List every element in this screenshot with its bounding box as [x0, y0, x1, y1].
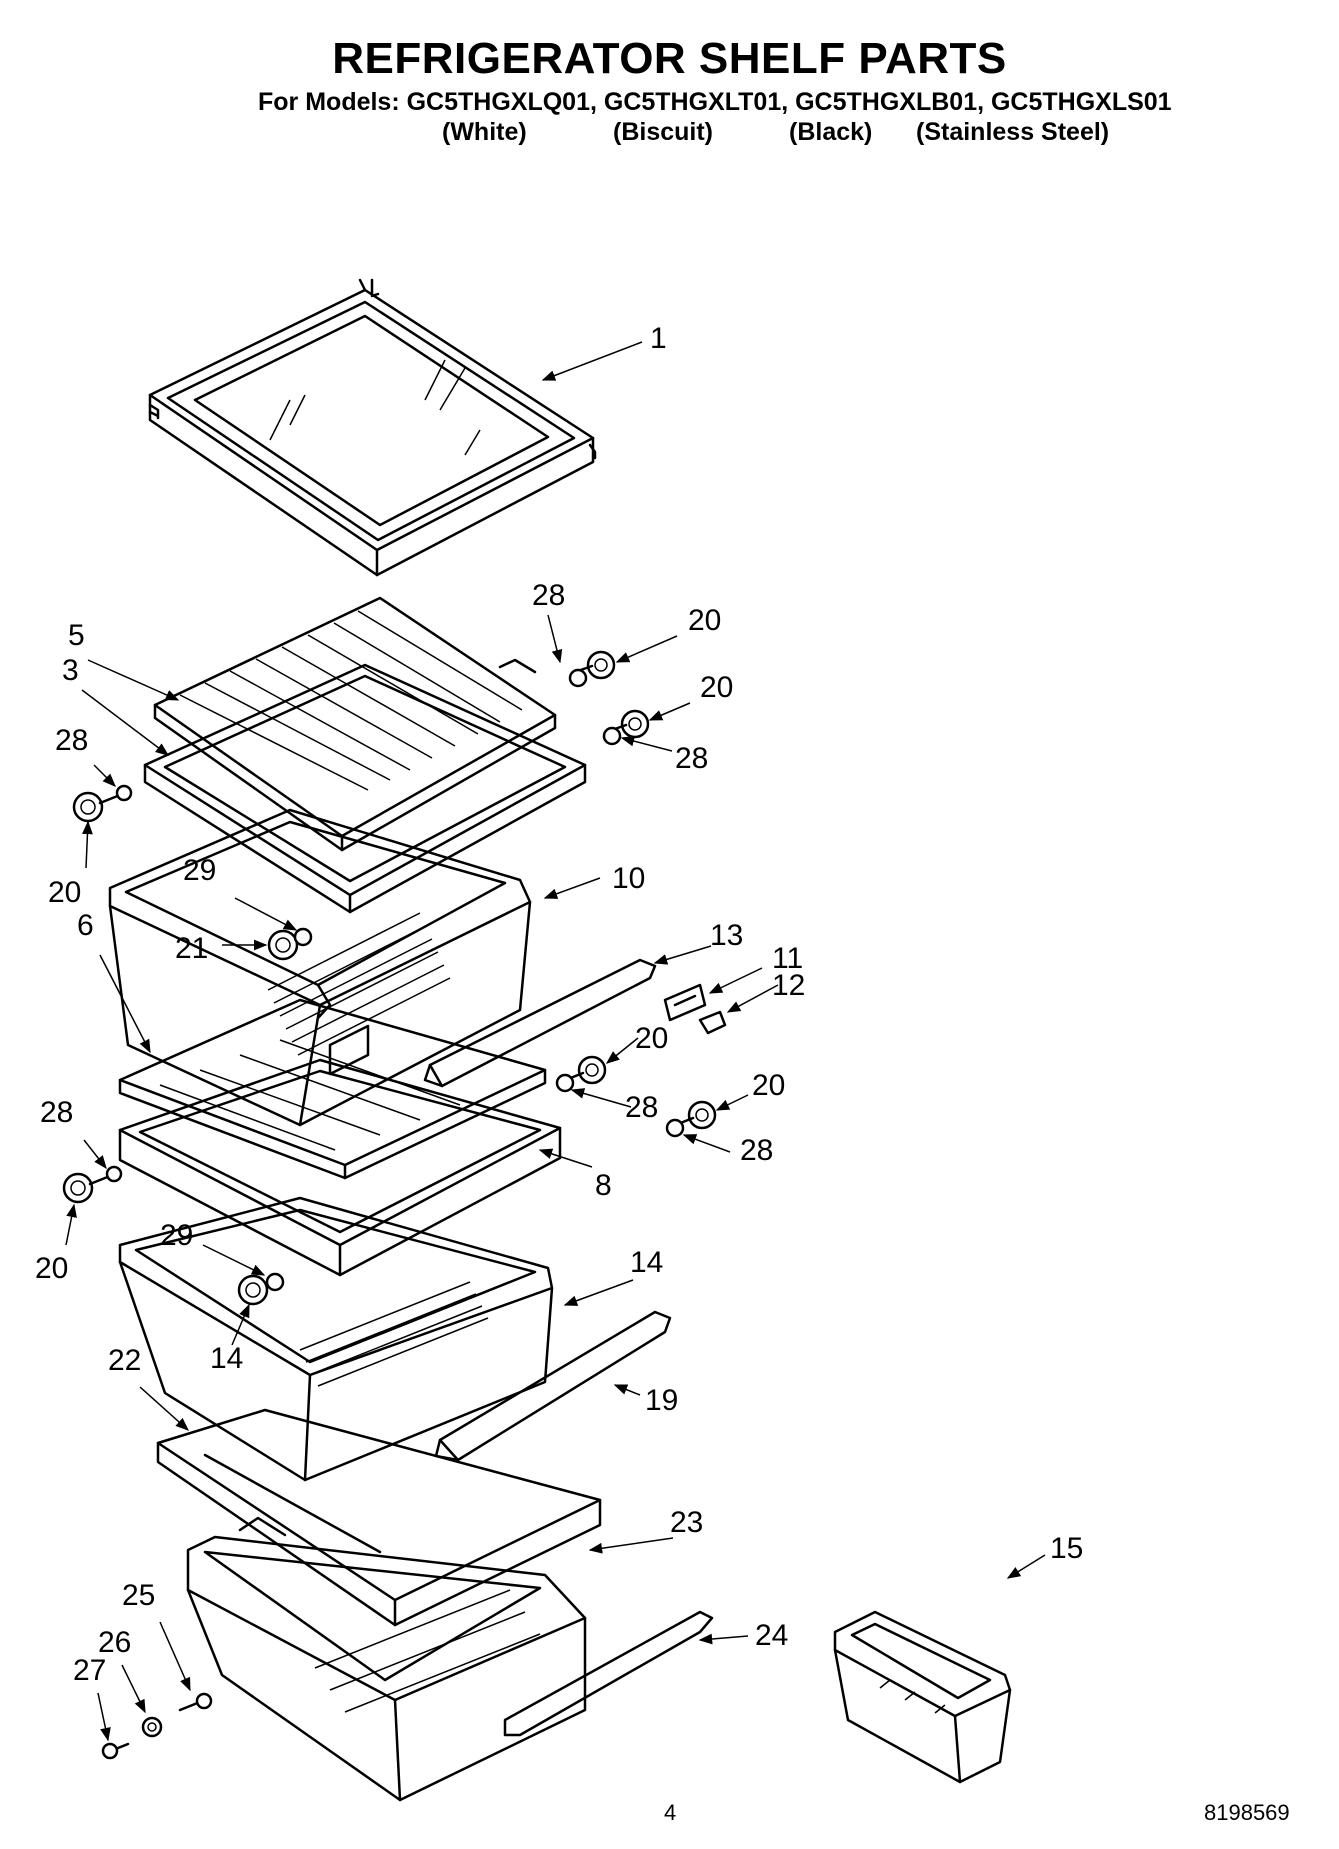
callout-21-upper: 21	[175, 932, 208, 965]
callout-28-upper: 28	[675, 742, 708, 775]
callout-29-upper: 29	[183, 854, 216, 887]
callout-21-lower: 14	[210, 1342, 243, 1375]
callout-28-middle-right: 28	[740, 1134, 773, 1167]
callout-29-lower: 29	[160, 1219, 193, 1252]
callout-19: 19	[645, 1384, 678, 1417]
lower-crisper-cover-part	[118, 998, 547, 1180]
callout-23: 23	[670, 1506, 703, 1539]
variant-white: (White)	[442, 118, 527, 146]
callout-15: 15	[1050, 1532, 1083, 1565]
variant-biscuit: (Biscuit)	[613, 118, 713, 146]
page-title: REFRIGERATOR SHELF PARTS	[332, 34, 1007, 83]
callout-14: 14	[630, 1246, 663, 1279]
document-number: 8198569	[1204, 1800, 1290, 1825]
pan-drawer-part	[186, 1516, 587, 1802]
callout-20-middle: 20	[635, 1022, 668, 1055]
callout-20-left-upper: 20	[48, 876, 81, 909]
callout-labels: 1 5 3 28 20 28 20 20 28 29 21 10 13 11 1…	[35, 322, 1083, 1687]
callout-25: 25	[122, 1579, 155, 1612]
callout-22: 22	[108, 1344, 141, 1377]
utility-bin-part	[833, 1610, 1012, 1784]
cover-frame-part	[143, 663, 587, 914]
upper-crisper-drawer-part	[108, 808, 532, 1127]
hardware-parts	[62, 650, 717, 1760]
callout-20-middle-right: 20	[752, 1069, 785, 1102]
glass-shelf-part	[148, 278, 597, 577]
callout-20-left-lower: 20	[35, 1252, 68, 1285]
callout-28-top: 28	[532, 579, 565, 612]
callout-26: 26	[98, 1626, 131, 1659]
callout-8: 8	[595, 1169, 612, 1202]
callout-leaders	[65, 341, 1046, 1742]
callout-20-upper: 20	[700, 671, 733, 704]
variant-black: (Black)	[789, 118, 873, 146]
variant-stainless-steel: (Stainless Steel)	[916, 118, 1110, 146]
callout-20-top: 20	[688, 604, 721, 637]
callout-28-left-upper: 28	[55, 724, 88, 757]
callout-12: 12	[772, 969, 805, 1002]
callout-5: 5	[68, 619, 85, 652]
callout-28-left-lower: 28	[40, 1096, 73, 1129]
callout-13: 13	[710, 919, 743, 952]
drawer-handle-part	[503, 1610, 714, 1737]
callout-28-middle: 28	[625, 1091, 658, 1124]
callout-1: 1	[650, 322, 667, 355]
crisper-cover-part	[153, 596, 557, 852]
callout-24: 24	[755, 1619, 788, 1652]
lower-crisper-drawer-part	[118, 1196, 554, 1482]
lower-trim-part	[434, 1310, 672, 1462]
brackets-part	[663, 983, 727, 1035]
callout-3: 3	[62, 654, 79, 687]
callout-27: 27	[73, 1654, 106, 1687]
callout-6: 6	[77, 909, 94, 942]
models-line: For Models: GC5THGXLQ01, GC5THGXLT01, GC…	[258, 88, 1172, 116]
page-number: 4	[664, 1800, 677, 1825]
callout-11: 11	[772, 942, 803, 975]
callout-10: 10	[612, 862, 645, 895]
trim-strip-part	[423, 958, 657, 1088]
